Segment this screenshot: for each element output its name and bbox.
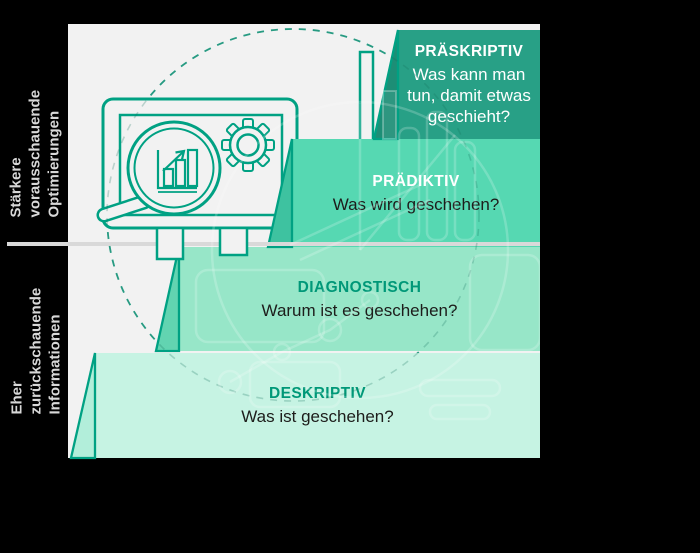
step-title: DIAGNOSTISCH (297, 278, 422, 296)
step-deskriptiv: DESKRIPTIV Was ist geschehen? (95, 353, 540, 458)
axis-divider-line (7, 242, 540, 246)
axis-label-forward-looking: Stärkere vorausschauende Optimierungen (7, 89, 63, 218)
step-question: Warum ist es geschehen? (261, 300, 458, 320)
step-title: PRÄDIKTIV (372, 172, 460, 190)
step-question: Was ist geschehen? (241, 407, 394, 426)
step-question: Was wird geschehen? (332, 194, 500, 214)
step-question: Was kann man tun, damit etwas geschieht? (407, 65, 531, 126)
step-diagnostisch: DIAGNOSTISCH Warum ist es geschehen? (179, 247, 540, 351)
step-praeskriptiv: PRÄSKRIPTIV Was kann man tun, damit etwa… (398, 30, 540, 139)
step-title: PRÄSKRIPTIV (414, 43, 524, 60)
axis-label-backward-looking: Eher zurückschauende Informationen (8, 287, 64, 415)
step-praediktiv: PRÄDIKTIV Was wird geschehen? (292, 139, 540, 247)
step-title: DESKRIPTIV (268, 385, 366, 402)
